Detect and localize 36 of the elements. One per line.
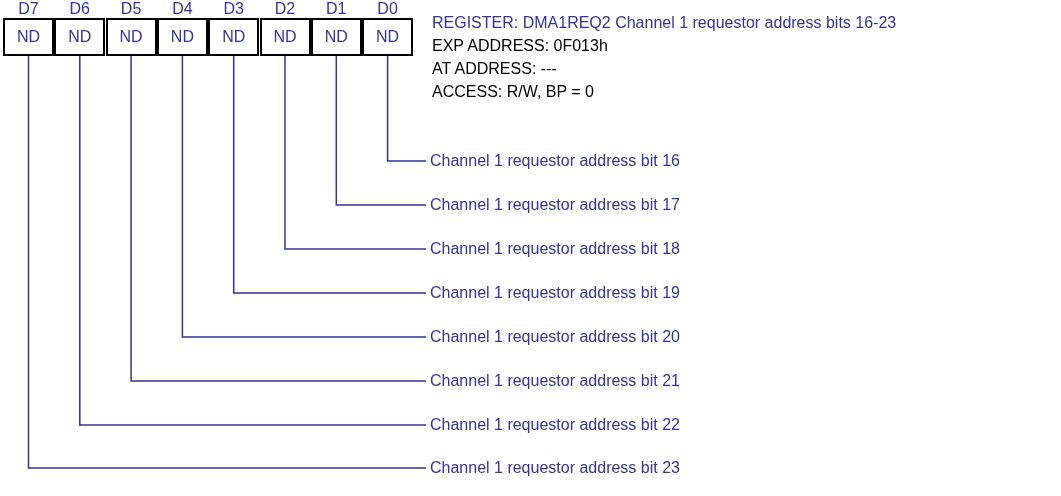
bit-number: D7 <box>17 0 40 17</box>
register-cell: ND <box>310 18 362 56</box>
bit-number: D4 <box>171 0 194 17</box>
bit-description: Channel 1 requestor address bit 22 <box>430 416 680 434</box>
bit-description: Channel 1 requestor address bit 20 <box>430 328 680 346</box>
bit-number: D6 <box>68 0 91 17</box>
register-cell: ND <box>156 18 208 56</box>
bit-description: Channel 1 requestor address bit 17 <box>430 196 680 214</box>
register-info: ACCESS: R/W, BP = 0 <box>432 83 594 101</box>
register-cell: ND <box>54 18 106 56</box>
register-cell: ND <box>259 18 311 56</box>
register-title: REGISTER: DMA1REQ2 Channel 1 requestor address bits 16-23 <box>432 14 897 32</box>
bit-description: Channel 1 requestor address bit 18 <box>430 240 680 258</box>
leader-line <box>181 55 427 338</box>
register-cell: ND <box>105 18 157 56</box>
register-cell: ND <box>3 18 54 56</box>
leader-line <box>130 55 427 382</box>
bit-description: Channel 1 requestor address bit 19 <box>430 284 680 302</box>
leader-line <box>27 55 427 469</box>
register-cell: ND <box>362 18 414 56</box>
leader-line <box>386 55 427 162</box>
bit-number: D5 <box>119 0 143 17</box>
bit-number: D0 <box>376 0 399 17</box>
register-info: AT ADDRESS: --- <box>432 60 557 78</box>
leader-line <box>79 55 427 426</box>
leader-line <box>335 55 427 206</box>
bit-number: D2 <box>273 0 297 17</box>
register-cell: ND <box>208 18 260 56</box>
register-info: EXP ADDRESS: 0F013h <box>432 37 608 55</box>
leader-line <box>284 55 427 250</box>
bit-description: Channel 1 requestor address bit 23 <box>430 459 680 477</box>
bit-description: Channel 1 requestor address bit 16 <box>430 152 680 170</box>
bit-number: D3 <box>222 0 245 17</box>
leader-line <box>232 55 427 294</box>
bit-number: D1 <box>325 0 348 17</box>
bit-description: Channel 1 requestor address bit 21 <box>430 372 680 390</box>
